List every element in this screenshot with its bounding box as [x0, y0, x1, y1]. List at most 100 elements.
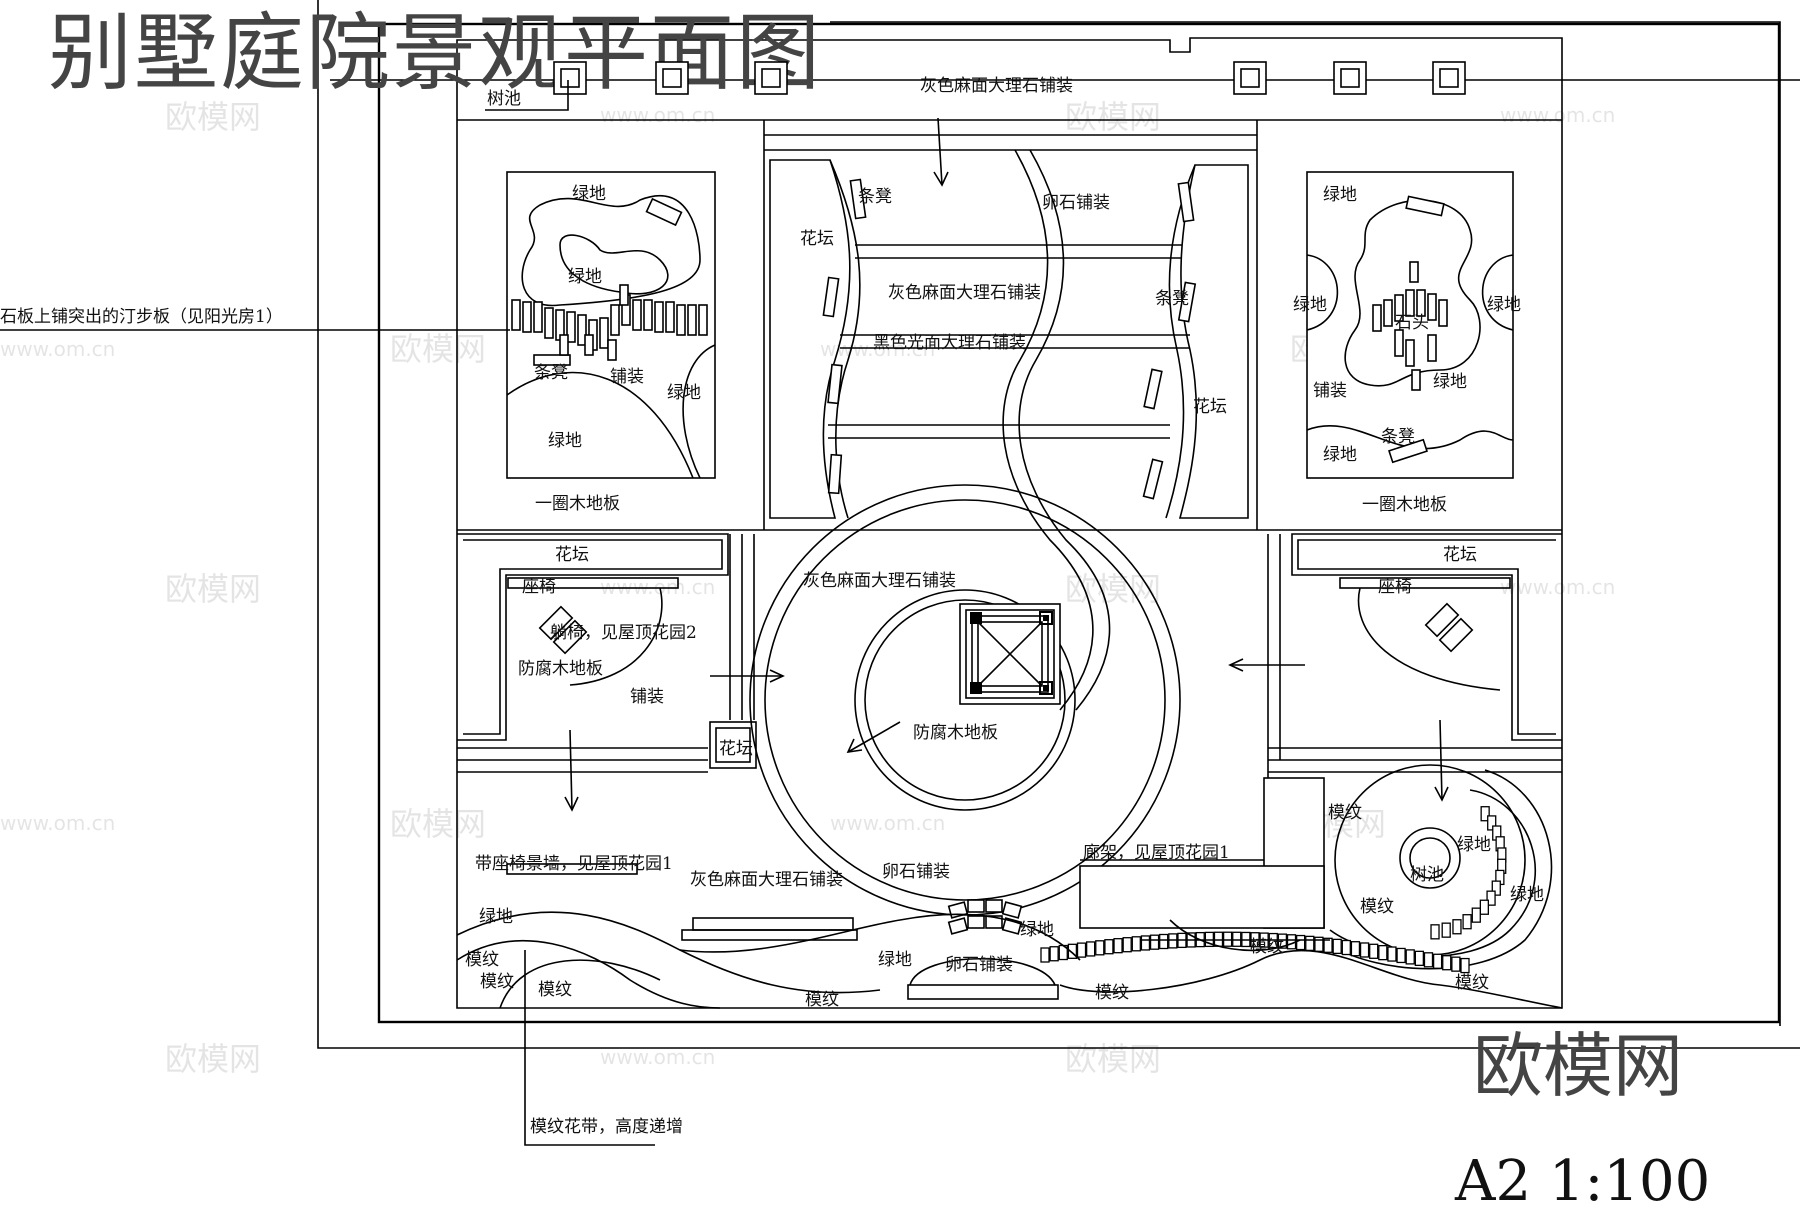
label-pattern: 模纹 [805, 990, 839, 1010]
watermark: 欧模网 [1065, 98, 1161, 136]
label-cobble-top: 卵石铺装 [1042, 193, 1110, 213]
watermark-url: www.om.cn [600, 575, 715, 599]
lawn-curve [682, 344, 716, 479]
cobble-seat [909, 957, 1056, 986]
watermark: 欧模网 [1065, 570, 1161, 608]
drawing-title: 别墅庭院景观平面图 [48, 4, 822, 102]
gazebo [959, 603, 1061, 705]
callout-stepping: 石板上铺突出的汀步板（见阳光房1） [0, 307, 510, 331]
label-deck-center: 防腐木地板 [913, 723, 998, 743]
label-lawn: 绿地 [878, 950, 912, 970]
lawn-curve [506, 371, 694, 479]
watermark-url: www.om.cn [600, 1045, 715, 1069]
hedge-bead [1159, 933, 1169, 950]
hedge-bead [1305, 935, 1315, 952]
hedge-bead [1140, 935, 1151, 951]
watermark-url: www.om.cn [1500, 103, 1615, 127]
hedge-bead [1131, 936, 1141, 952]
label-tree-pool: 树池 [1410, 865, 1444, 885]
watermark: 欧模网 [390, 330, 486, 368]
bench [1142, 458, 1164, 500]
label-pattern: 模纹 [1328, 803, 1362, 823]
label-cobble: 卵石铺装 [882, 862, 950, 882]
lower-zone: 廊架，见屋顶花园1 带座椅景墙，见屋顶花园1 灰色麻面大理石铺装 卵石铺装 模纹… [456, 764, 1563, 1010]
scale-label: A2 1:100 [1454, 1149, 1710, 1214]
label-bench: 条凳 [858, 187, 892, 207]
label-lawn: 绿地 [667, 383, 701, 403]
hedge-bead [1423, 952, 1434, 968]
label-bench: 条凳 [1381, 427, 1415, 447]
hedge-bead [1350, 941, 1361, 957]
hedge-bead [1491, 880, 1501, 896]
hedge-bead [1414, 950, 1424, 967]
hedge-bead [1452, 919, 1462, 935]
hedge-bead [1405, 949, 1415, 965]
lawn-curve [1306, 254, 1339, 331]
hedge-bead [1323, 937, 1333, 953]
label-deckchair: 躺椅，见屋顶花园2 [550, 623, 697, 643]
bench [827, 453, 843, 495]
pergola [1079, 777, 1325, 929]
lawn-curve [1306, 425, 1514, 450]
bench [1177, 181, 1195, 223]
site-boundary [456, 37, 1563, 1009]
watermark-url: www.om.cn [830, 811, 945, 835]
hedge-bead [1486, 890, 1496, 906]
label-flowerbed: 花坛 [1443, 545, 1477, 565]
hedge-bead [1441, 922, 1451, 938]
hedge-bead [1095, 940, 1105, 956]
label-lawn: 绿地 [1323, 185, 1357, 205]
label-bench: 条凳 [534, 363, 568, 383]
wall-seat [506, 863, 638, 875]
hedge-bead [1086, 941, 1096, 957]
label-deck: 防腐木地板 [518, 659, 603, 679]
label-seat: 座椅 [522, 577, 556, 597]
label-lawn: 绿地 [1457, 835, 1491, 855]
label-lawn: 绿地 [1510, 885, 1544, 905]
hedge-bead [1076, 942, 1087, 958]
hedge-bead [1378, 944, 1388, 961]
label-pattern: 模纹 [538, 980, 572, 1000]
brand-logo: 欧模网 [1473, 1025, 1683, 1107]
label-lawn: 绿地 [572, 184, 606, 204]
hedge-bead [1332, 938, 1342, 955]
watermark: 欧模网 [165, 1040, 261, 1078]
label-pergola: 廊架，见屋顶花园1 [1083, 843, 1230, 863]
round-deck-outer [764, 499, 1166, 901]
watermark-url: www.om.cn [0, 337, 115, 361]
stepping-slabs [511, 284, 708, 361]
label-lawn: 绿地 [479, 907, 513, 927]
cobble-slabs [947, 899, 1023, 935]
callout-text: 模纹花带，高度递增 [530, 1117, 683, 1137]
label-lawn: 绿地 [1487, 295, 1521, 315]
hedge-bead [1341, 939, 1351, 956]
label-paving-center: 灰色麻面大理石铺装 [803, 571, 956, 591]
label-lawn: 绿地 [1020, 920, 1054, 940]
tree-pool [1399, 827, 1461, 889]
hedge-bead [1359, 942, 1370, 958]
watermark: 欧模网 [165, 98, 261, 136]
hedge-bead [1487, 815, 1497, 831]
hedge-bead [1067, 943, 1078, 959]
lawn-shape [521, 194, 701, 307]
watermark: 欧模网 [1065, 1040, 1161, 1078]
label-pattern: 模纹 [1095, 983, 1129, 1003]
label-cobble: 卵石铺装 [945, 955, 1013, 975]
hedge-bead [1113, 938, 1123, 954]
top-strip: 树池 [457, 61, 1562, 121]
label-flowerbed: 花坛 [1193, 397, 1227, 417]
stepping-slabs [1372, 261, 1448, 391]
lawn-curve [1481, 254, 1514, 331]
label-paving: 铺装 [1313, 381, 1347, 401]
label-paving-mid: 灰色麻面大理石铺装 [888, 283, 1041, 303]
garden-top-right: 绿地 绿地 绿地 石头 铺装 绿地 条凳 绿地 一圈木地板 [1293, 171, 1521, 515]
hedge-bead [1049, 946, 1059, 962]
hedge-bead [1442, 955, 1452, 971]
hedge-bead [1480, 806, 1490, 822]
label-paving: 铺装 [610, 367, 644, 387]
label-lawn: 绿地 [568, 267, 602, 287]
bench [822, 276, 840, 318]
label-black-paving: 黑色光面大理石铺装 [873, 333, 1026, 353]
label-pattern: 模纹 [480, 972, 514, 992]
